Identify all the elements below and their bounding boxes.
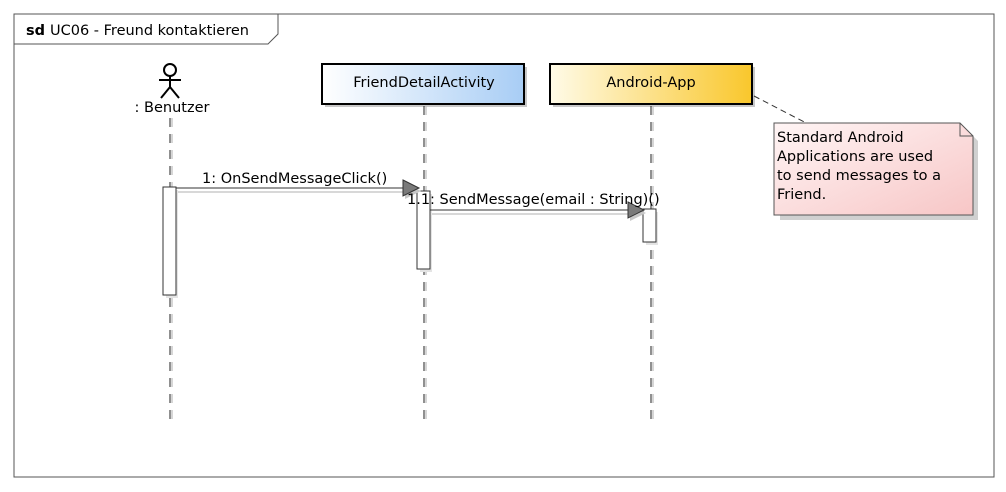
arrow-head	[402, 179, 421, 197]
object-box	[549, 63, 753, 105]
activation-bar	[642, 208, 657, 243]
note-fold	[959, 123, 973, 137]
message-label: 1: OnSendMessageClick()	[202, 171, 387, 187]
message-label: 1.1: SendMessage(email : String)()	[407, 192, 660, 208]
message-on-send-message-click: 1: OnSendMessageClick()	[176, 171, 421, 199]
arrow-head	[627, 201, 646, 219]
object-box	[321, 63, 525, 105]
message-send-message: 1.1: SendMessage(email : String)()	[407, 192, 660, 221]
frame-keyword: sd	[26, 23, 45, 39]
object-label: Android-App	[606, 75, 695, 91]
lifeline-benutzer: : Benutzer	[135, 63, 210, 424]
object-label: FriendDetailActivity	[353, 75, 495, 91]
note-box	[773, 122, 974, 216]
lifeline-android-app: Android-App	[549, 63, 755, 424]
note-connector	[753, 95, 813, 127]
activation-bar	[416, 190, 431, 270]
note: Standard Android Applications are used t…	[753, 95, 978, 220]
actor-label: : Benutzer	[135, 100, 210, 116]
frame-title: UC06 - Freund kontaktieren	[50, 23, 249, 39]
lifeline-frienddetailactivity: FriendDetailActivity	[321, 63, 527, 424]
activation-bar	[162, 186, 177, 296]
note-text: Standard Android Applications are used t…	[777, 130, 946, 203]
actor-icon	[159, 63, 181, 99]
